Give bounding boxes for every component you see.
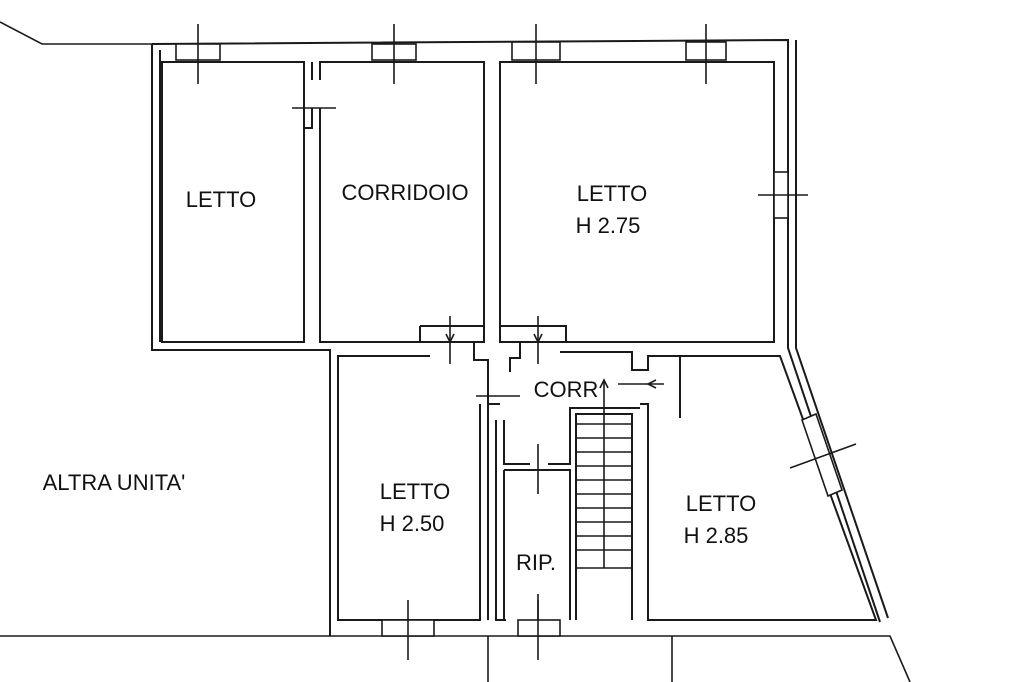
room-rip — [495, 407, 640, 621]
room-label-altra-unita: ALTRA UNITA' — [43, 470, 186, 495]
windows — [175, 24, 857, 660]
room-height-letto-center: H 2.50 — [380, 511, 445, 536]
room-height-letto-top-right: H 2.75 — [576, 213, 641, 238]
room-corridoio — [304, 61, 485, 343]
room-letto-center — [337, 355, 481, 621]
room-label-letto-top-right: LETTO — [577, 181, 648, 206]
room-corr — [419, 325, 681, 620]
room-label-corr: CORR — [534, 377, 599, 402]
room-label-letto-left: LETTO — [186, 187, 257, 212]
room-label-corridoio: CORRIDOIO — [341, 180, 468, 205]
room-label-rip: RIP. — [516, 550, 556, 575]
staircase — [575, 378, 633, 620]
room-height-letto-right: H 2.85 — [684, 523, 749, 548]
door-markers — [292, 107, 664, 620]
room-label-letto-center: LETTO — [380, 479, 451, 504]
room-label-letto-right: LETTO — [686, 491, 757, 516]
room-letto-left — [161, 61, 305, 343]
room-letto-right — [647, 355, 878, 621]
